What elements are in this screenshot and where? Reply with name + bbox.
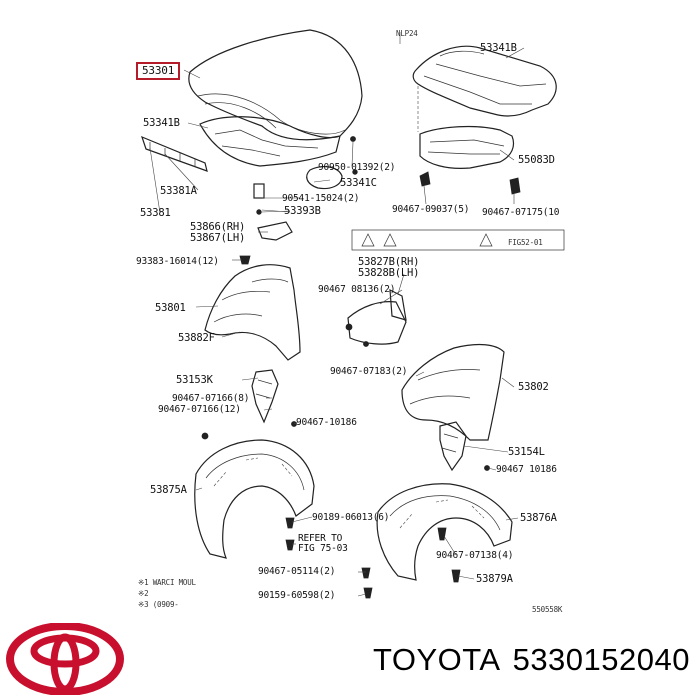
part-label: 53866(RH) bbox=[190, 221, 246, 233]
hood-panel bbox=[188, 29, 363, 141]
legend-line: ※2 bbox=[138, 589, 149, 598]
hood-insulator bbox=[199, 116, 341, 167]
part-number: 5330152040 bbox=[512, 642, 690, 677]
part-label: 53876A bbox=[520, 512, 557, 524]
brand-name: TOYOTA bbox=[372, 642, 501, 677]
part-label: 53867(LH) bbox=[190, 232, 246, 244]
product-caption: TOYOTA 5330152040 bbox=[373, 642, 690, 678]
part-label: 53882F bbox=[178, 332, 215, 344]
refer-note: REFER TO bbox=[298, 533, 343, 544]
fender-liner-right bbox=[376, 483, 513, 581]
part-label: 90467-09037(5) bbox=[392, 204, 470, 215]
caution-note: FIG52-01 bbox=[508, 238, 543, 247]
part-label: 53827B(RH) bbox=[358, 256, 420, 268]
part-label: 93383-16014(12) bbox=[136, 256, 219, 267]
fender-liner-left bbox=[194, 439, 315, 559]
part-label: 90541-15024(2) bbox=[282, 193, 360, 204]
part-label: 53381 bbox=[140, 207, 171, 219]
part-label: 53875A bbox=[150, 484, 187, 496]
part-label: 53381A bbox=[160, 185, 197, 197]
part-label: 90467 08136(2) bbox=[318, 284, 396, 295]
engine-under-cover bbox=[412, 45, 557, 117]
header-note: NLP24 bbox=[396, 29, 418, 38]
part-label: 53393B bbox=[284, 205, 321, 217]
part-label: 90467-07138(4) bbox=[436, 550, 514, 561]
hood-seal-strip bbox=[141, 135, 208, 172]
part-label: 53153K bbox=[176, 374, 213, 386]
part-label: 53341B bbox=[480, 42, 517, 54]
part-label: 90467-07166(8) bbox=[172, 393, 250, 404]
diagram-code: 550558K bbox=[532, 605, 563, 614]
part-label: 90467-07166(12) bbox=[158, 404, 241, 415]
refer-note: FIG 75-03 bbox=[298, 543, 348, 554]
part-label: 55083D bbox=[518, 154, 555, 166]
front-fender-left bbox=[204, 264, 301, 361]
front-fender-right bbox=[401, 343, 505, 441]
part-label: 90950-01392(2) bbox=[318, 162, 396, 173]
parts-diagram bbox=[141, 29, 565, 599]
part-label: 90467-10186 bbox=[296, 417, 357, 428]
toyota-logo-icon bbox=[6, 623, 124, 695]
legend-line: ※3 (0909- bbox=[138, 600, 179, 609]
part-label: 90159-60598(2) bbox=[258, 590, 336, 601]
part-label: 53828B(LH) bbox=[358, 267, 420, 279]
part-label: 53879A bbox=[476, 573, 513, 585]
legend-line: ※1 WARCI MOUL bbox=[138, 578, 196, 587]
caution-note-box bbox=[351, 229, 565, 251]
part-label: 53341B bbox=[143, 117, 180, 129]
part-label: 53802 bbox=[518, 381, 549, 393]
part-label: 90189-06013(6) bbox=[312, 512, 390, 523]
part-label: 90467-07183(2) bbox=[330, 366, 408, 377]
splash-shield bbox=[419, 125, 515, 169]
part-label: 53154L bbox=[508, 446, 545, 458]
part-label: 90467 10186 bbox=[496, 464, 557, 475]
part-label: 53801 bbox=[155, 302, 186, 314]
part-label: 90467-07175(10 bbox=[482, 207, 560, 218]
part-label: 90467-05114(2) bbox=[258, 566, 336, 577]
part-label: 53341C bbox=[340, 177, 377, 189]
highlighted-part-number: 53301 bbox=[136, 62, 181, 80]
